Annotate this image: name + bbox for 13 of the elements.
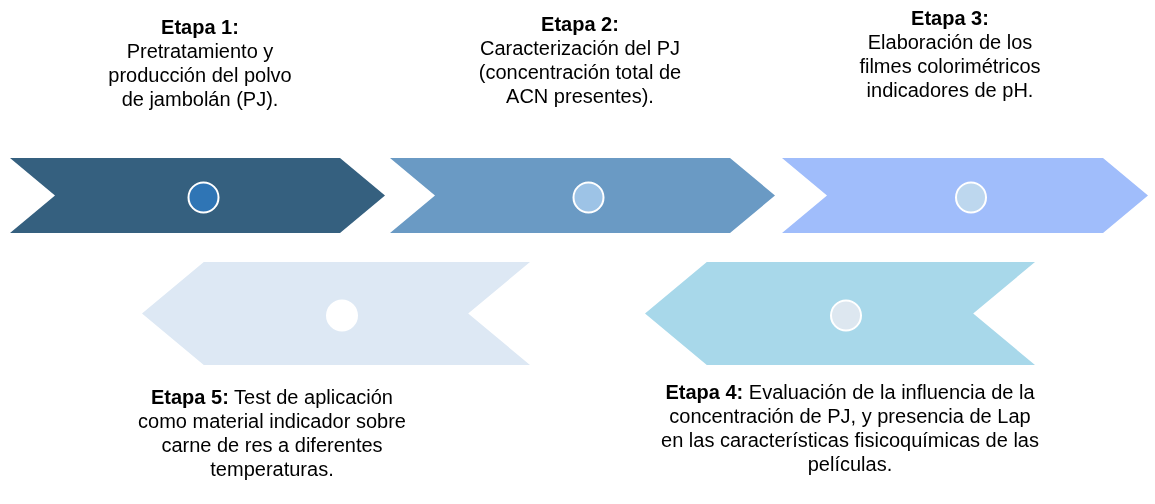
step-description: Etapa 4: Evaluación de la influencia de la concentración de PJ, y presencia de Lap en las características fisicoquímicas de las películas.	[660, 380, 1040, 476]
step-description: Elaboración de los filmes colorimétricos indicadores de pH.	[858, 30, 1042, 102]
chevron-band	[782, 158, 1148, 233]
chevron-band	[10, 158, 385, 233]
chevron-band	[142, 262, 530, 365]
step-description: Etapa 5: Test de aplicación como material indicador sobre carne de res a diferentes temperaturas.	[137, 385, 407, 481]
step-heading: Etapa 1:	[161, 15, 239, 39]
step-description: Pretratamiento y producción del polvo de jambolán (PJ).	[107, 39, 293, 111]
step-heading: Etapa 2:	[541, 12, 619, 36]
step-heading: Etapa 3:	[911, 6, 989, 30]
chevron-band	[390, 158, 775, 233]
step-description: Caracterización del PJ (concentración total de ACN presentes).	[477, 36, 683, 108]
chevron-band	[645, 262, 1035, 365]
